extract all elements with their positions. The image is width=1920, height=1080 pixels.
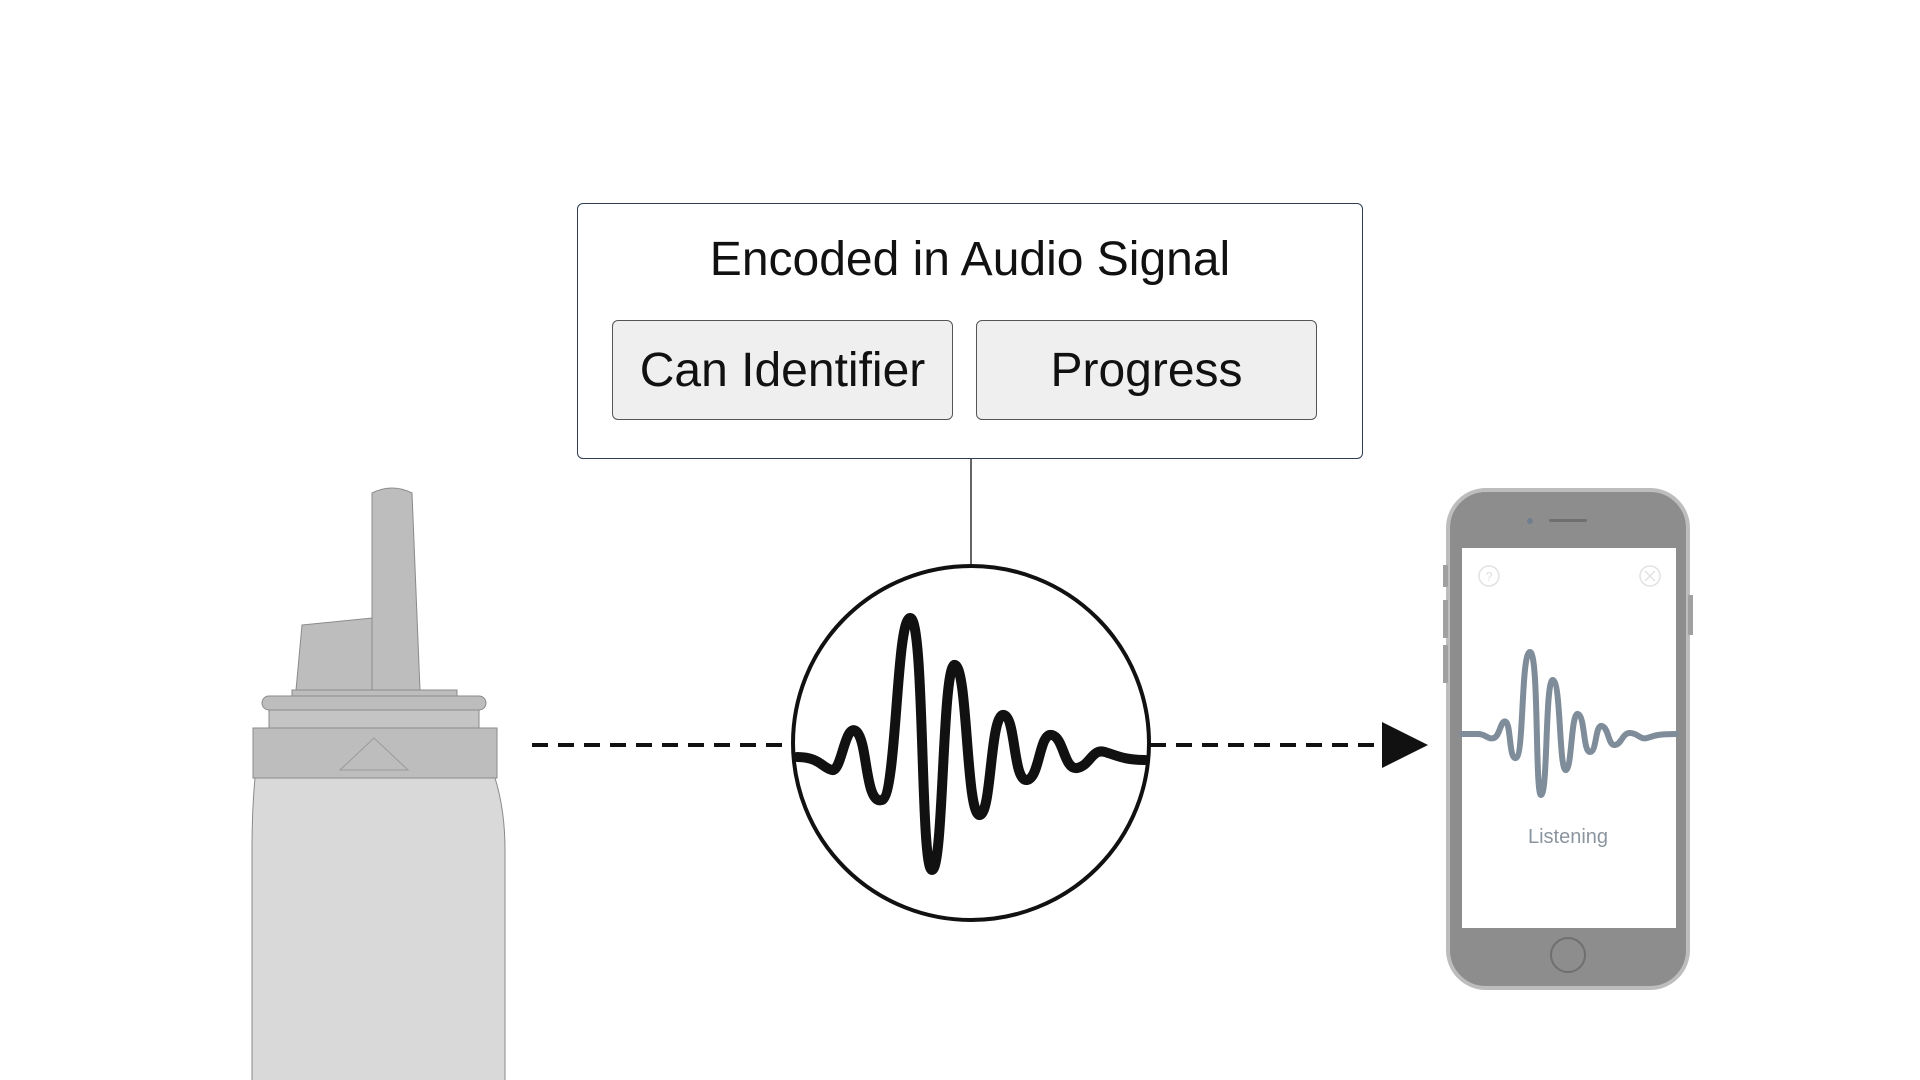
svg-text:?: ? xyxy=(1485,569,1492,584)
home-button xyxy=(1550,937,1586,973)
can-identifier-field: Can Identifier xyxy=(612,320,953,420)
phone-waveform-icon xyxy=(1459,649,1679,798)
encoded-signal-panel: Encoded in Audio Signal Can Identifier P… xyxy=(577,203,1363,459)
arrow-right-icon xyxy=(1382,722,1428,768)
phone-device: ? xyxy=(1443,488,1693,990)
spray-can-icon xyxy=(251,487,506,1080)
audio-waveform-icon xyxy=(791,564,1151,922)
panel-title: Encoded in Audio Signal xyxy=(709,233,1231,286)
progress-field: Progress xyxy=(976,320,1317,420)
close-circle-icon xyxy=(1639,565,1661,587)
question-circle-icon: ? xyxy=(1478,565,1500,587)
listening-status: Listening xyxy=(1527,826,1609,848)
